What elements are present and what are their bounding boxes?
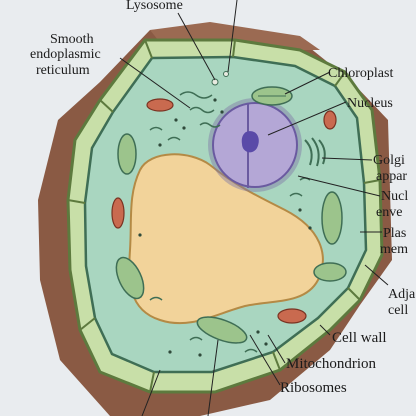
leader-lines bbox=[119, 0, 389, 416]
ribosomes bbox=[138, 98, 312, 357]
label-ribosomes: Ribosomes bbox=[280, 380, 347, 396]
label-smooth-er-line3: reticulum bbox=[36, 63, 90, 78]
chloroplasts bbox=[115, 86, 347, 344]
nucleolus bbox=[241, 131, 259, 153]
golgi-apparatus bbox=[304, 137, 326, 167]
mitochondria bbox=[111, 98, 337, 324]
label-smooth-er-line2: endoplasmic bbox=[30, 47, 101, 62]
label-cell-wall: Cell wall bbox=[332, 330, 387, 346]
label-golgi-line2: appar bbox=[376, 169, 407, 184]
label-nuclear-envelope-line2: enve bbox=[376, 205, 402, 220]
label-nuclear-envelope-line1: Nucl bbox=[381, 189, 408, 204]
nucleus bbox=[208, 98, 302, 192]
label-chloroplast: Chloroplast bbox=[328, 66, 393, 81]
label-plasma-membrane-line2: mem bbox=[380, 242, 408, 257]
label-plasma-membrane-line1: Plas bbox=[383, 226, 406, 241]
label-lysosome: Lysosome bbox=[126, 0, 183, 13]
endoplasmic-reticulum bbox=[149, 91, 311, 353]
wall-segments bbox=[67, 39, 381, 393]
label-adjacent-cell-line1: Adja bbox=[388, 287, 416, 302]
label-smooth-er-line1: Smooth bbox=[50, 32, 94, 47]
label-mitochondrion: Mitochondrion bbox=[286, 356, 376, 372]
label-nucleus: Nucleus bbox=[347, 96, 393, 111]
label-adjacent-cell-line2: cell bbox=[388, 303, 408, 318]
lysosomes bbox=[211, 71, 229, 86]
label-golgi-line1: Golgi bbox=[373, 153, 405, 168]
